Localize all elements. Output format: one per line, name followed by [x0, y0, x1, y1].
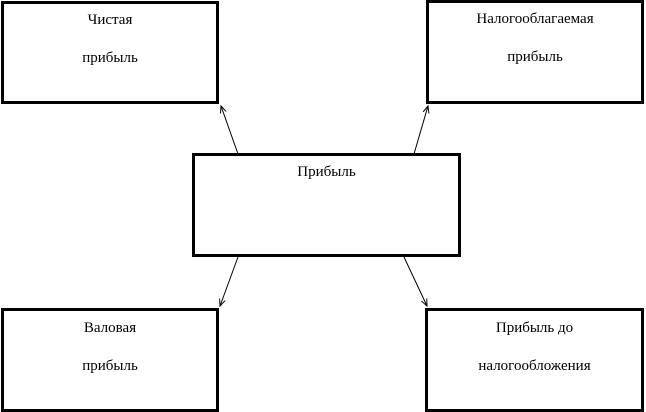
- arrow-to-gross-profit: [220, 256, 239, 306]
- taxable-profit-label-line2: прибыль: [507, 49, 563, 65]
- taxable-profit-label-line1: Налогооблагаемая: [476, 11, 594, 27]
- taxable-profit-box: Налогооблагаемая прибыль: [426, 0, 644, 104]
- arrow-to-taxable-profit: [413, 106, 428, 155]
- net-profit-label-line2: прибыль: [82, 50, 138, 66]
- profit-label: Прибыль: [297, 164, 356, 180]
- arrow-to-pretax-profit: [403, 256, 427, 306]
- pretax-profit-label-line2: налогообложения: [478, 358, 591, 374]
- net-profit-label-line1: Чистая: [87, 12, 133, 28]
- net-profit-box: Чистая прибыль: [1, 1, 219, 104]
- gross-profit-box: Валовая прибыль: [1, 308, 219, 412]
- arrow-to-net-profit: [221, 106, 239, 155]
- gross-profit-label-line2: прибыль: [82, 358, 138, 374]
- profit-box: Прибыль: [192, 153, 461, 257]
- pretax-profit-label-line1: Прибыль до: [495, 320, 574, 336]
- pretax-profit-box: Прибыль до налогообложения: [425, 308, 644, 412]
- gross-profit-label-line1: Валовая: [83, 320, 137, 336]
